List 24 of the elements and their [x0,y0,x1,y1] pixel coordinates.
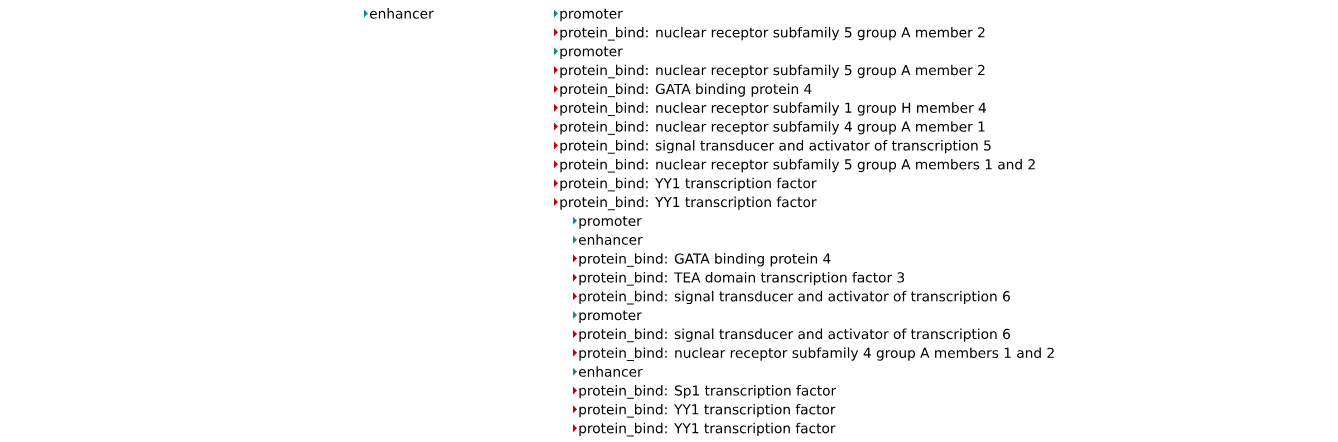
feature-label: protein_bind: nuclear receptor subfamily 4 group A member 1 [560,121,985,135]
feature-label: protein_bind: signal transducer and activator of transcription 5 [560,140,991,154]
feature-label: protein_bind: YY1 transcription factor [560,177,817,192]
feature-label: protein_bind: TEA domain transcription factor 3 [579,272,905,286]
feature-label: protein_bind: nuclear receptor subfamily 1 group H member 4 [560,102,986,116]
feature-label: protein_bind: signal transducer and activator of transcription 6 [579,290,1010,305]
feature-label: protein_bind: GATA binding protein 4 [560,83,812,98]
feature-label: enhancer [578,366,643,377]
feature-label: promoter [579,216,642,229]
feature-label: protein_bind: nuclear receptor subfamily 5 group A member 2 [560,26,985,41]
feature-label: protein_bind: nuclear receptor subfamily 4 group A members 1 and 2 [579,347,1054,362]
feature-label: protein_bind: GATA binding protein 4 [579,253,831,267]
feature-label: protein_bind: nuclear receptor subfamily 5 group A members 1 and 2 [560,158,1035,173]
feature-label: protein_bind: YY1 transcription factor [579,403,836,418]
feature-label: promoter [579,310,642,323]
feature-label: protein_bind: YY1 transcription factor [579,422,836,437]
feature-label: promoter [560,8,623,22]
feature-label: protein_bind: YY1 transcription factor [560,196,817,211]
feature-label: enhancer [578,234,643,245]
feature-label: enhancer [369,8,434,19]
feature-label: promoter [560,46,623,60]
feature-label: protein_bind: nuclear receptor subfamily 5 group A member 2 [560,64,985,79]
feature-label: protein_bind: signal transducer and activator of transcription 6 [579,328,1010,343]
feature-label: protein_bind: Sp1 transcription factor [579,385,837,399]
